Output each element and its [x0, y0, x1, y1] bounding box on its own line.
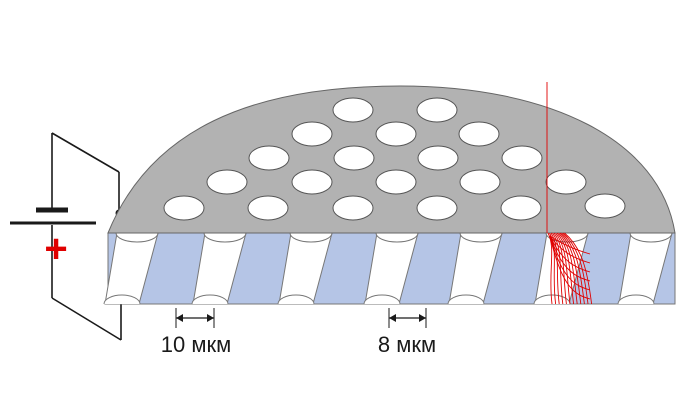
field-lines — [546, 82, 593, 305]
dimension-right: 8 мкм — [378, 308, 436, 357]
arrowhead-right-start — [389, 314, 396, 322]
arrowhead-left-start — [176, 314, 183, 322]
surface-hole — [459, 169, 501, 195]
substrate-layer — [103, 223, 676, 305]
field-line — [549, 235, 591, 264]
surface-hole — [458, 121, 500, 147]
surface-hole — [375, 169, 417, 195]
polarity-plus-label: + — [44, 227, 67, 271]
field-line — [564, 232, 593, 305]
dome-surface — [107, 85, 676, 234]
surface-hole — [206, 169, 248, 195]
spacing-label-10um: 10 мкм — [161, 332, 231, 357]
surface-hole — [500, 195, 542, 221]
surface-hole — [375, 121, 417, 147]
field-line — [547, 232, 553, 305]
wire-bottom-diagonal — [51, 297, 122, 341]
surface-hole — [501, 145, 543, 171]
battery-circuit: + — [10, 132, 123, 341]
dimension-left: 10 мкм — [161, 308, 231, 357]
field-line — [562, 232, 589, 305]
surface-hole — [163, 195, 205, 221]
arrowhead-left-end — [207, 314, 214, 322]
surface-hole — [333, 145, 375, 171]
surface-hole — [416, 97, 458, 123]
field-line — [555, 232, 571, 305]
dome-layer — [107, 85, 676, 234]
surface-hole — [417, 145, 459, 171]
spacing-label-8um: 8 мкм — [378, 332, 436, 357]
field-line — [552, 232, 564, 305]
surface-hole — [291, 169, 333, 195]
dome-holes — [163, 97, 626, 221]
surface-hole — [332, 97, 374, 123]
surface-hole — [584, 193, 626, 219]
surface-hole — [291, 121, 333, 147]
field-line — [549, 235, 591, 255]
arrowhead-right-end — [419, 314, 426, 322]
wire-top-diagonal — [51, 132, 120, 173]
surface-hole — [247, 195, 289, 221]
field-line — [549, 235, 591, 273]
field-line — [558, 232, 578, 305]
surface-hole — [416, 195, 458, 221]
field-line — [549, 235, 591, 300]
field-line — [561, 232, 585, 305]
substrate-pores — [103, 223, 673, 305]
surface-hole — [332, 195, 374, 221]
field-line — [549, 235, 591, 282]
surface-hole — [545, 169, 587, 195]
surface-hole — [248, 145, 290, 171]
field-line — [549, 235, 591, 291]
